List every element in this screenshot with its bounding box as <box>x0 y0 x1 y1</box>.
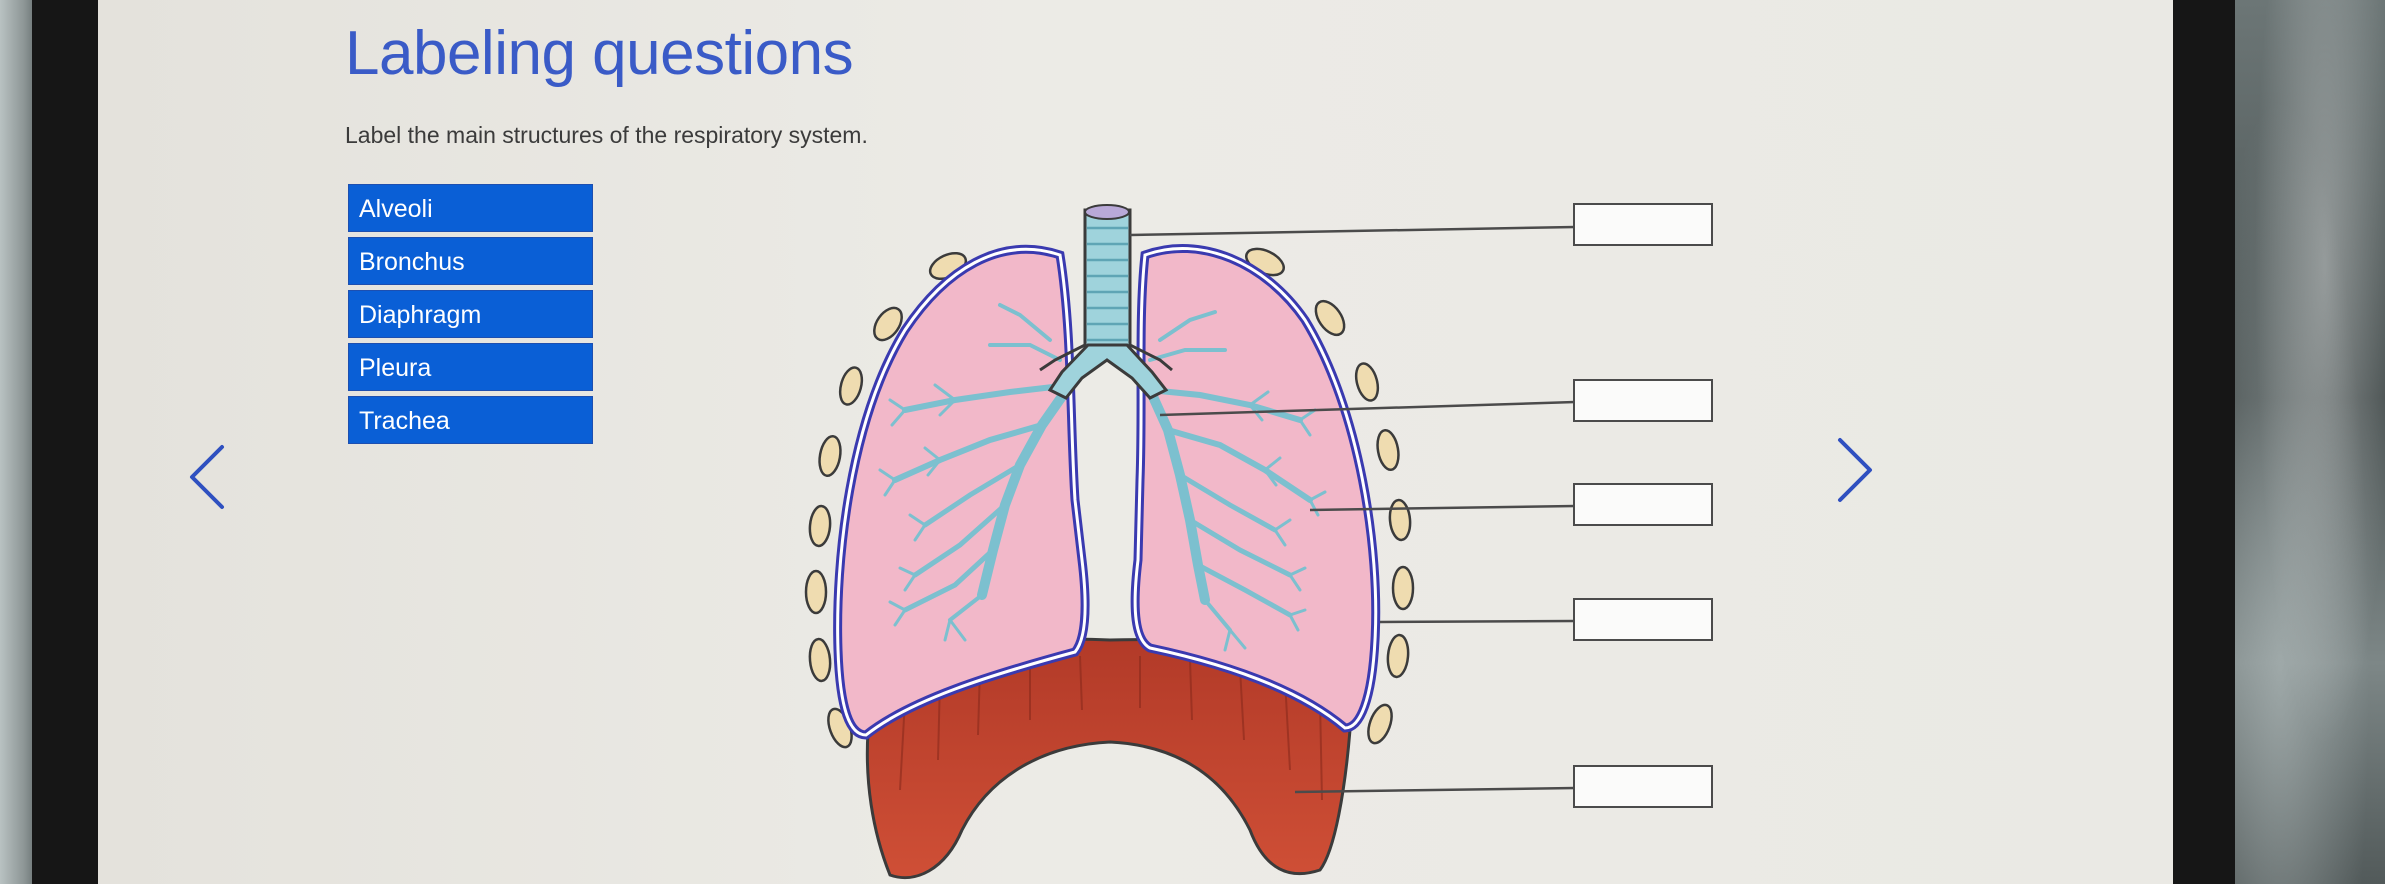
instruction-text: Label the main structures of the respira… <box>345 122 868 148</box>
chevron-left-icon[interactable] <box>180 432 240 522</box>
leader-lines <box>1129 225 1576 794</box>
label-chip-alveoli[interactable]: Alveoli <box>348 184 593 232</box>
trachea <box>1039 204 1173 400</box>
right-lung-pleura <box>833 244 1090 740</box>
label-chip-pleura[interactable]: Pleura <box>348 343 593 391</box>
label-drop-target-5[interactable] <box>1573 765 1713 808</box>
label-drop-target-2[interactable] <box>1573 379 1713 422</box>
label-drop-target-1[interactable] <box>1573 203 1713 246</box>
page-title: Labeling questions <box>345 19 854 88</box>
background-right <box>2235 0 2385 884</box>
diaphragm <box>865 637 1352 880</box>
label-drop-target-3[interactable] <box>1573 483 1713 526</box>
label-chip-bronchus[interactable]: Bronchus <box>348 237 593 285</box>
label-chip-trachea[interactable]: Trachea <box>348 396 593 444</box>
label-drop-target-4[interactable] <box>1573 598 1713 641</box>
label-chip-diaphragm[interactable]: Diaphragm <box>348 290 593 338</box>
bronchial-tree <box>878 303 1327 652</box>
word-bank: Alveoli Bronchus Diaphragm Pleura Trache… <box>348 184 593 449</box>
left-lung-inner-edge <box>1133 247 1378 730</box>
chevron-right-icon[interactable] <box>1822 425 1882 515</box>
right-lung-inner-edge <box>836 247 1087 737</box>
